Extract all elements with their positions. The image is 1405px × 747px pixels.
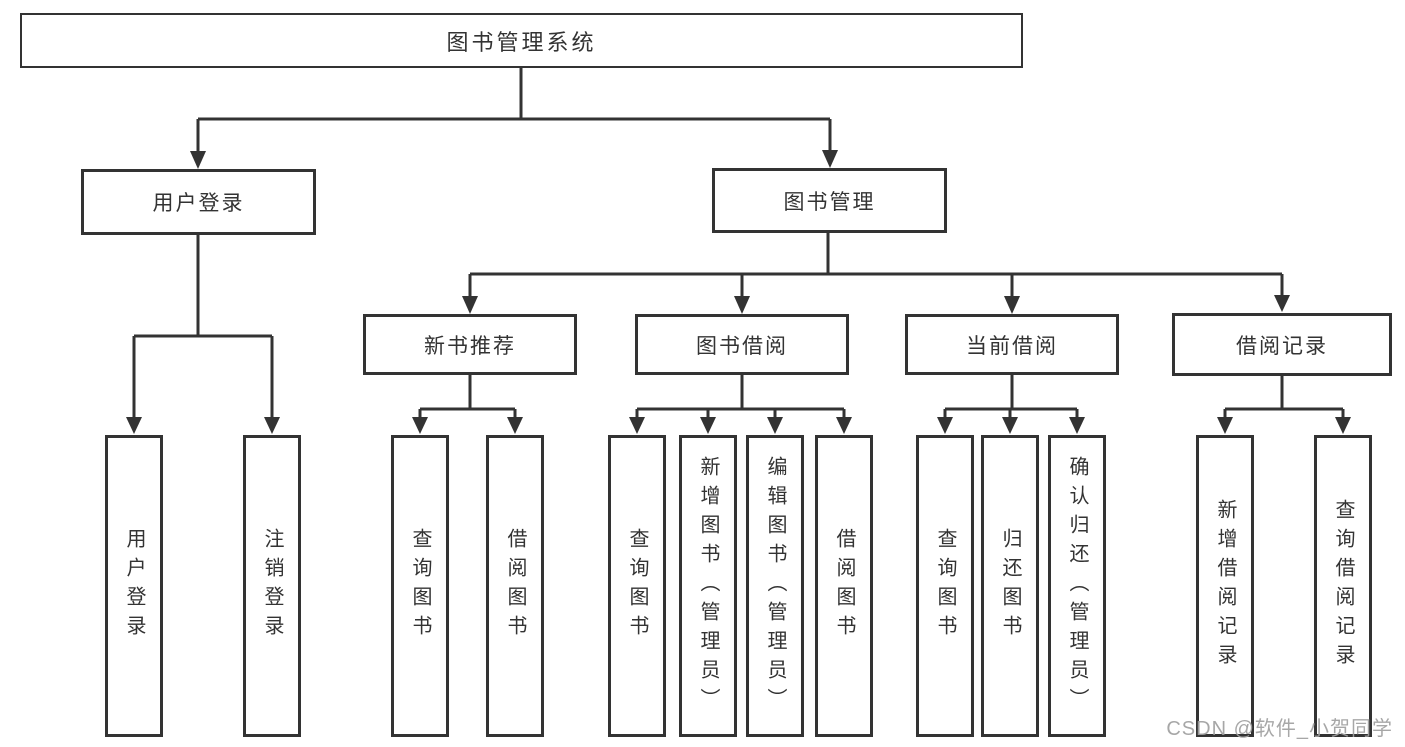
- arrowheads: [126, 150, 1351, 434]
- leaf-rec-query-book: 查询图书: [391, 435, 449, 737]
- leaf-bb-borrow-book-label: 借阅图书: [833, 528, 855, 644]
- node-user-login-label: 用户登录: [152, 192, 245, 215]
- node-current-borrow: 当前借阅: [905, 314, 1119, 375]
- leaf-cb-return-book: 归还图书: [981, 435, 1039, 737]
- leaf-cb-confirm-return-label: 确认归还（管理员）: [1066, 455, 1088, 717]
- node-root-label: 图书管理系统: [446, 29, 597, 55]
- leaf-br-query-record-label: 查询借阅记录: [1332, 499, 1354, 673]
- leaf-bb-add-book-label: 新增图书（管理员）: [697, 455, 719, 717]
- node-root: 图书管理系统: [20, 13, 1023, 68]
- leaf-br-add-record-label: 新增借阅记录: [1214, 499, 1236, 673]
- tree-edges: [132, 68, 1345, 419]
- leaf-cb-query-book-label: 查询图书: [934, 528, 956, 644]
- csdn-watermark: CSDN @软件_小贺同学: [1166, 718, 1393, 740]
- leaf-br-add-record: 新增借阅记录: [1196, 435, 1254, 737]
- leaf-cb-confirm-return: 确认归还（管理员）: [1048, 435, 1106, 737]
- leaf-rec-borrow-book: 借阅图书: [486, 435, 544, 737]
- leaf-bb-query-book-label: 查询图书: [626, 528, 648, 644]
- leaf-cb-return-book-label: 归还图书: [999, 528, 1021, 644]
- leaf-cb-query-book: 查询图书: [916, 435, 974, 737]
- leaf-rec-query-book-label: 查询图书: [409, 528, 431, 644]
- node-book-borrow: 图书借阅: [635, 314, 849, 375]
- node-user-login: 用户登录: [81, 169, 316, 235]
- node-book-management: 图书管理: [712, 168, 947, 233]
- node-borrow-records: 借阅记录: [1172, 313, 1392, 376]
- node-current-borrow-label: 当前借阅: [966, 334, 1058, 358]
- leaf-logout-label: 注销登录: [261, 528, 283, 644]
- node-new-book-recommend-label: 新书推荐: [424, 334, 516, 358]
- leaf-br-query-record: 查询借阅记录: [1314, 435, 1372, 737]
- leaf-bb-query-book: 查询图书: [608, 435, 666, 737]
- leaf-user-login: 用户登录: [105, 435, 163, 737]
- leaf-bb-edit-book-label: 编辑图书（管理员）: [764, 455, 786, 717]
- node-new-book-recommend: 新书推荐: [363, 314, 577, 375]
- leaf-bb-edit-book: 编辑图书（管理员）: [746, 435, 804, 737]
- node-book-management-label: 图书管理: [783, 190, 876, 214]
- leaf-logout: 注销登录: [243, 435, 301, 737]
- leaf-rec-borrow-book-label: 借阅图书: [504, 528, 526, 644]
- node-book-borrow-label: 图书借阅: [696, 334, 788, 358]
- leaf-user-login-label: 用户登录: [123, 528, 145, 644]
- leaf-bb-borrow-book: 借阅图书: [815, 435, 873, 737]
- leaf-bb-add-book: 新增图书（管理员）: [679, 435, 737, 737]
- node-borrow-records-label: 借阅记录: [1236, 334, 1328, 358]
